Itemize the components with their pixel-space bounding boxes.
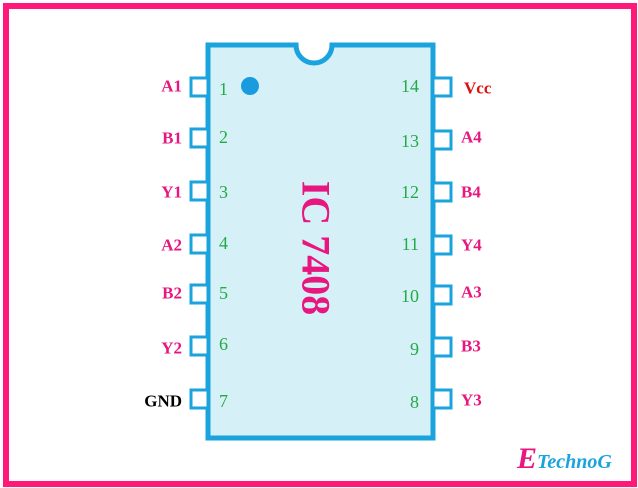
pin-3-number: 3: [219, 182, 228, 202]
pin-11-lead: [431, 234, 453, 256]
pin-3-lead: [189, 180, 210, 202]
pin-13-label: A4: [461, 128, 482, 147]
watermark-initial: E: [516, 442, 537, 475]
pin-9-number: 9: [410, 339, 419, 359]
pin-5-lead: [189, 283, 210, 305]
pin-11-label: Y4: [461, 236, 482, 255]
watermark: ETechnoG: [516, 442, 612, 475]
pin-7-lead: [189, 388, 210, 410]
pin-8-lead: [431, 388, 453, 410]
pin-10-label: A3: [461, 283, 482, 302]
pin-14-number: 14: [401, 76, 419, 96]
pin-6-number: 6: [219, 334, 228, 354]
pin-4-number: 4: [219, 233, 228, 253]
pin-1-lead: [189, 76, 210, 98]
pin-6-label: Y2: [161, 339, 182, 358]
pin-5-number: 5: [219, 283, 228, 303]
pin-8-number: 8: [410, 392, 419, 412]
pin-7-label: GND: [144, 392, 182, 411]
pin-7-number: 7: [219, 391, 228, 411]
pin-1-label: A1: [161, 77, 182, 96]
pin-12-number: 12: [401, 182, 419, 202]
pin1-marker-dot: [241, 77, 259, 95]
pin-1-number: 1: [219, 79, 228, 99]
pin-10-lead: [431, 284, 453, 306]
pin-12-label: B4: [461, 183, 481, 202]
pin-13-number: 13: [401, 131, 419, 151]
pin-2-number: 2: [219, 127, 228, 147]
pin-2-lead: [189, 127, 210, 149]
pin-14-lead: [431, 76, 453, 98]
pin-9-lead: [431, 336, 453, 358]
watermark-rest: TechnoG: [537, 451, 612, 473]
pin-4-lead: [189, 233, 210, 255]
pin-4-label: A2: [161, 236, 182, 255]
pin-2-label: B1: [162, 129, 182, 148]
pins-layer: 1 A1 2 B1 3 Y1 4 A2 5 B2 6 Y2 7 GND 14 Vcc 13 A4 12 B4 11 Y4 1…: [144, 76, 492, 412]
pin-3-label: Y1: [161, 183, 182, 202]
pin-9-label: B3: [461, 337, 481, 356]
chip-body: [205, 42, 436, 441]
pin-10-number: 10: [401, 286, 419, 306]
chip-title: IC 7408: [294, 181, 339, 315]
pin-12-lead: [431, 181, 453, 203]
pin-6-lead: [189, 335, 210, 357]
pin-5-label: B2: [162, 284, 182, 303]
pin-13-lead: [431, 129, 453, 151]
pin-11-number: 11: [402, 234, 419, 254]
pin-8-label: Y3: [461, 391, 482, 410]
pin-14-label: Vcc: [464, 79, 492, 98]
